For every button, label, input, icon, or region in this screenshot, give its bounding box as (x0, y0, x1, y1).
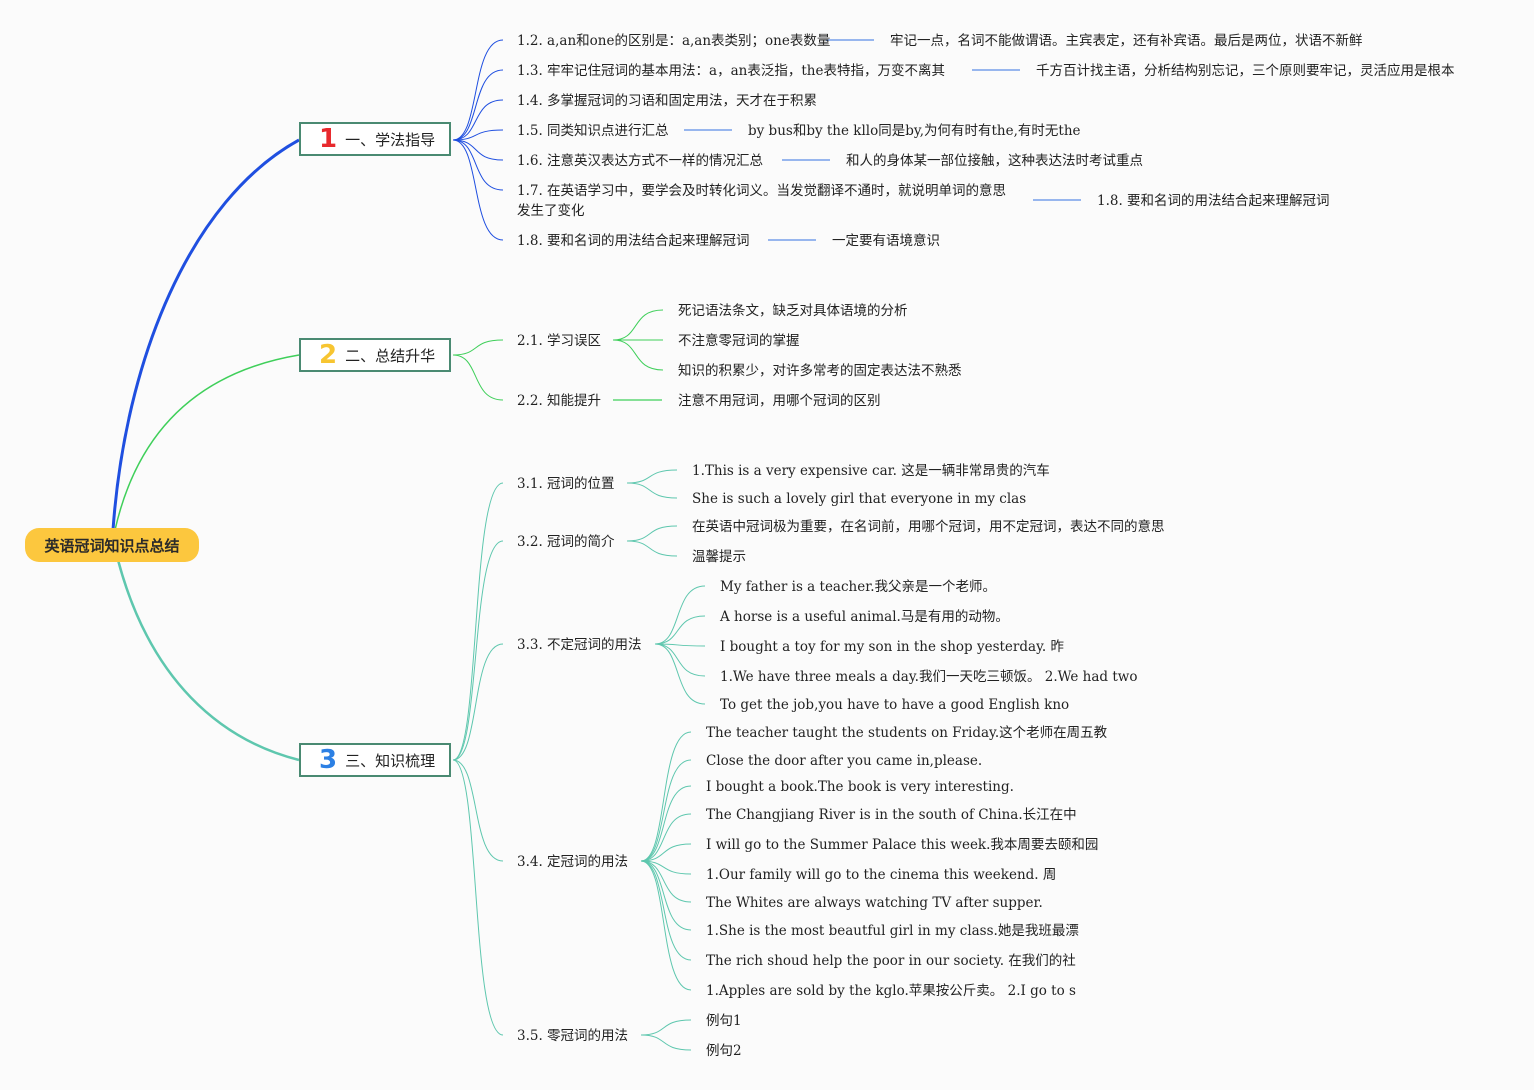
branch-2-summary[interactable]: 2 二、总结升华 (299, 338, 451, 372)
note-1-2[interactable]: 牢记一点，名词不能做谓语。主宾表定，还有补宾语。最后是两位，状语不新鲜 (890, 33, 1363, 49)
sub-3-5-a[interactable]: 例句1 (706, 1013, 742, 1029)
sub-3-1-b[interactable]: She is such a lovely girl that everyone … (692, 491, 1027, 507)
connector-3-3-4 (654, 643, 706, 705)
topic-3-2[interactable]: 3.2. 冠词的简介 (517, 534, 615, 550)
connector-root-b1 (111, 138, 300, 531)
connector-b1-1 (452, 69, 504, 141)
connector-3-1-1 (626, 482, 678, 499)
connector-3-4-0 (640, 731, 692, 862)
connector-3-3-3 (654, 643, 706, 677)
branch-3-knowledge[interactable]: 3 三、知识梳理 (299, 743, 451, 777)
sub-3-4-f[interactable]: 1.Our family will go to the cinema this … (706, 867, 1057, 883)
sub-3-4-e[interactable]: I will go to the Summer Palace this week… (706, 837, 1099, 853)
connector-b2-1 (452, 354, 504, 401)
connector-b3-2 (452, 643, 504, 761)
connector-3-5-1 (640, 1034, 692, 1051)
branch-1-study-guide[interactable]: 1 一、学法指导 (299, 122, 451, 156)
sub-3-4-i[interactable]: The rich shoud help the poor in our soci… (706, 953, 1076, 969)
sub-3-2-a[interactable]: 在英语中冠词极为重要，在名词前，用哪个冠词，用不定冠词，表达不同的意思 (692, 519, 1165, 535)
connector-3-4-4 (640, 843, 692, 862)
connector-2-1-0 (612, 309, 664, 341)
topic-1-3[interactable]: 1.3. 牢牢记住冠词的基本用法：a，an表泛指，the表特指，万变不离其 (517, 63, 945, 79)
connector-b1-3 (452, 129, 504, 141)
sub-3-4-a[interactable]: The teacher taught the students on Frida… (706, 725, 1108, 741)
topic-1-2[interactable]: 1.2. a,an和one的区别是：a,an表类别；one表数量 (517, 33, 831, 49)
connector-3-4-3 (640, 813, 692, 862)
connector-2-1-2 (612, 339, 664, 371)
number-2-icon: 2 (319, 340, 338, 370)
topic-3-4[interactable]: 3.4. 定冠词的用法 (517, 854, 629, 870)
connector-3-4-1 (640, 759, 692, 862)
connector-3-3-0 (654, 585, 706, 645)
connector-3-4-7 (640, 860, 692, 931)
sub-2-2-a[interactable]: 注意不用冠词，用哪个冠词的区别 (678, 393, 881, 409)
connector-b1-0 (452, 39, 504, 141)
sub-3-3-b[interactable]: A horse is a useful animal.马是有用的动物。 (720, 609, 1009, 625)
sub-3-4-j[interactable]: 1.Apples are sold by the kglo.苹果按公斤卖。 2.… (706, 983, 1076, 999)
sub-3-4-b[interactable]: Close the door after you came in,please. (706, 753, 983, 769)
root-topic[interactable]: 英语冠词知识点总结 (25, 528, 199, 562)
sub-3-4-c[interactable]: I bought a book.The book is very interes… (706, 779, 1014, 795)
connector-b3-0 (452, 482, 504, 761)
sub-3-5-b[interactable]: 例句2 (706, 1043, 742, 1059)
sub-3-3-a[interactable]: My father is a teacher.我父亲是一个老师。 (720, 579, 996, 595)
connector-root-b3 (116, 559, 300, 762)
branch-1-label: 一、学法指导 (345, 130, 436, 149)
number-3-icon: 3 (319, 745, 338, 775)
topic-2-1[interactable]: 2.1. 学习误区 (517, 333, 602, 349)
connector-3-2-1 (626, 540, 678, 557)
topic-1-4[interactable]: 1.4. 多掌握冠词的习语和固定用法，天才在于积累 (517, 93, 818, 109)
sub-3-3-c[interactable]: I bought a toy for my son in the shop ye… (720, 639, 1064, 655)
connector-b1-6 (452, 139, 504, 241)
connector-3-4-9 (640, 860, 692, 991)
sub-3-4-d[interactable]: The Changjiang River is in the south of … (706, 807, 1077, 823)
sub-3-4-h[interactable]: 1.She is the most beautful girl in my cl… (706, 923, 1079, 939)
sub-3-3-d[interactable]: 1.We have three meals a day.我们一天吃三顿饭。 2.… (720, 669, 1138, 685)
connector-3-4-2 (640, 785, 692, 862)
topic-1-6[interactable]: 1.6. 注意英汉表达方式不一样的情况汇总 (517, 153, 764, 169)
sub-2-1-c[interactable]: 知识的积累少，对许多常考的固定表达法不熟悉 (678, 363, 962, 379)
connector-b3-1 (452, 540, 504, 761)
topic-1-7[interactable]: 1.7. 在英语学习中，要学会及时转化词义。当发觉翻译不通时，就说明单词的意思发… (517, 183, 1007, 219)
topic-3-3[interactable]: 3.3. 不定冠词的用法 (517, 637, 642, 653)
connector-b1-5 (452, 139, 504, 191)
topic-3-1[interactable]: 3.1. 冠词的位置 (517, 476, 615, 492)
connector-b1-2 (452, 99, 504, 141)
topic-1-5[interactable]: 1.5. 同类知识点进行汇总 (517, 123, 669, 139)
branch-2-label: 二、总结升华 (345, 346, 436, 365)
connector-3-4-5 (640, 860, 692, 875)
connector-3-3-1 (654, 615, 706, 645)
topic-3-5[interactable]: 3.5. 零冠词的用法 (517, 1028, 629, 1044)
note-1-6[interactable]: 和人的身体某一部位接触，这种表达法时考试重点 (846, 153, 1143, 169)
connector-3-5-0 (640, 1019, 692, 1036)
connector-b3-3 (452, 759, 504, 862)
sub-3-1-a[interactable]: 1.This is a very expensive car. 这是一辆非常昂贵… (692, 463, 1050, 479)
connector-b1-4 (452, 139, 504, 161)
connector-root-b2 (114, 354, 300, 531)
connector-3-4-8 (640, 860, 692, 961)
topic-1-8[interactable]: 1.8. 要和名词的用法结合起来理解冠词 (517, 233, 750, 249)
number-1-icon: 1 (319, 124, 338, 154)
sub-3-4-g[interactable]: The Whites are always watching TV after … (706, 895, 1043, 911)
note-1-3[interactable]: 千方百计找主语，分析结构别忘记，三个原则要牢记，灵活应用是根本 (1036, 63, 1455, 79)
sub-2-1-b[interactable]: 不注意零冠词的掌握 (678, 333, 800, 349)
connector-3-2-0 (626, 525, 678, 542)
note-1-7[interactable]: 1.8. 要和名词的用法结合起来理解冠词 (1097, 193, 1330, 209)
sub-3-3-e[interactable]: To get the job,you have to have a good E… (720, 697, 1070, 713)
connector-b3-4 (452, 759, 504, 1036)
branch-3-label: 三、知识梳理 (345, 751, 436, 770)
sub-2-1-a[interactable]: 死记语法条文，缺乏对具体语境的分析 (678, 303, 908, 319)
connector-3-4-6 (640, 860, 692, 903)
note-1-8[interactable]: 一定要有语境意识 (832, 233, 940, 249)
note-1-5[interactable]: by bus和by the kllo同是by,为何有时有the,有时无the (748, 123, 1081, 139)
connector-3-3-2 (654, 643, 706, 647)
sub-3-2-b[interactable]: 温馨提示 (692, 549, 746, 565)
topic-2-2[interactable]: 2.2. 知能提升 (517, 393, 602, 409)
connector-b2-0 (452, 339, 504, 356)
connector-3-1-0 (626, 469, 678, 484)
